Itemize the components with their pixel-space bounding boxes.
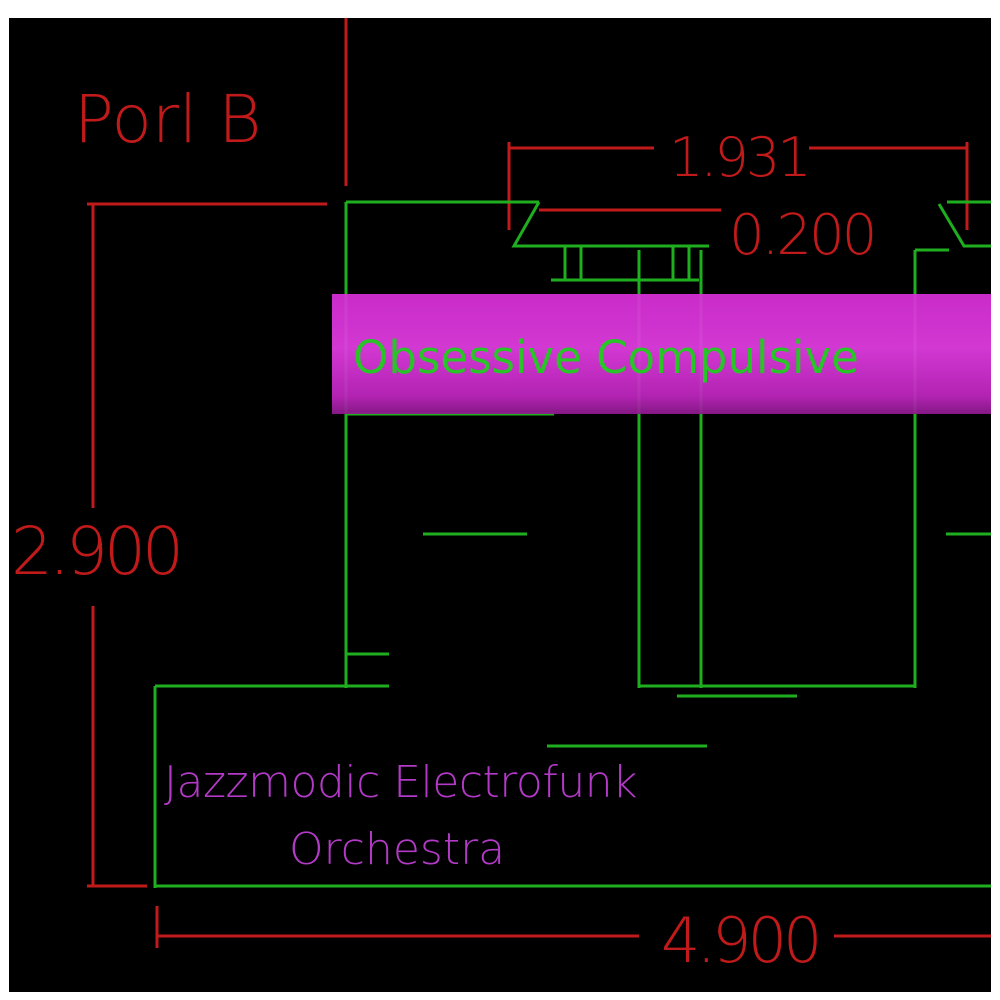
album-cover: Porl B 1.931 0.200 2.900 4.900 Obsessive… xyxy=(9,18,991,992)
artist-name-line-1: Jazzmodic Electrofunk xyxy=(164,757,638,808)
title-band xyxy=(332,294,991,414)
drawing-label: Porl B xyxy=(74,81,262,158)
dimension-left-label: 2.900 xyxy=(11,513,180,590)
cad-drawing: Porl B 1.931 0.200 2.900 4.900 xyxy=(11,18,991,977)
dimension-top-label: 1.931 xyxy=(669,126,809,189)
dimension-inner-label: 0.200 xyxy=(729,203,874,268)
artist-name-line-2: Orchestra xyxy=(289,824,506,875)
album-title: Obsessive Compulsive xyxy=(353,331,859,384)
dimension-bottom-label: 4.900 xyxy=(661,904,819,977)
dimension-lines xyxy=(87,18,991,948)
